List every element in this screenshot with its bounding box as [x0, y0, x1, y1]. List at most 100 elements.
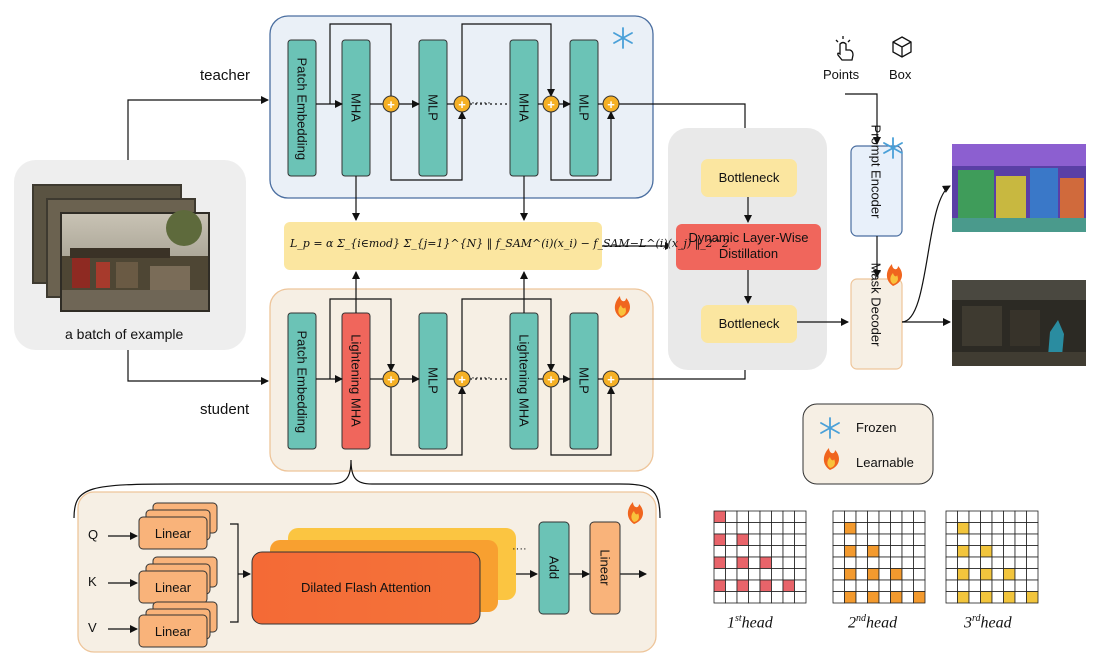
- head-grid-cell: [980, 510, 993, 523]
- head-grid-cell: [1026, 556, 1039, 569]
- head-grid-cell: [1003, 510, 1016, 523]
- head-grid-cell: [855, 522, 868, 535]
- head-grid-cell: [890, 510, 903, 523]
- bottleneck-bottom: [701, 305, 797, 343]
- flame-icon: [614, 296, 631, 318]
- head-grid-cell: [759, 522, 772, 535]
- head-grid-cell: [855, 545, 868, 558]
- head-grid-cell: [945, 545, 958, 558]
- head-grid-cell: [945, 522, 958, 535]
- teacher-patch-embedding: [287, 39, 317, 177]
- head-grid-cell: [713, 591, 726, 604]
- head-grid-cell: [771, 522, 784, 535]
- student-connectors: [316, 298, 749, 456]
- snowflake-icon: [613, 27, 633, 49]
- head-grid-cell: [913, 533, 926, 546]
- head-grid-cell: [844, 579, 857, 592]
- head-grid-cell: [890, 568, 903, 581]
- head-grid-cell: [913, 591, 926, 604]
- head-grid-cell: [844, 556, 857, 569]
- head-grid-cell: [991, 556, 1004, 569]
- svg-text:+: +: [387, 372, 395, 387]
- head-grid-cell: [991, 510, 1004, 523]
- head-grid-cell: [794, 510, 807, 523]
- distill-arrows: [744, 197, 849, 326]
- head-grid-cell: [945, 591, 958, 604]
- head-grid-cell: [782, 533, 795, 546]
- head-grid-cell: [878, 556, 891, 569]
- svg-text:+: +: [607, 372, 615, 387]
- head-grid-cell: [1014, 510, 1027, 523]
- teacher-ellipsis: ·····: [471, 95, 491, 109]
- head-grid-cell: [736, 533, 749, 546]
- head-grid-cell: [855, 591, 868, 604]
- head-grid-cell: [832, 545, 845, 558]
- head-grids: [713, 510, 1039, 604]
- teacher-mha-1-label: MHA: [348, 93, 364, 122]
- output-mask-image-bottom: [952, 280, 1086, 366]
- head-grid-cell: [901, 522, 914, 535]
- head-grid-cell: [890, 579, 903, 592]
- head-grid-cell: [1014, 545, 1027, 558]
- head-grid-cell: [771, 579, 784, 592]
- head-grid-cell: [945, 556, 958, 569]
- head-grid-cell: [832, 556, 845, 569]
- svg-text:+: +: [458, 97, 466, 112]
- q-label: Q: [88, 527, 99, 542]
- head-grid-cell: [844, 545, 857, 558]
- linear-out-block: [589, 521, 621, 615]
- head-grid-cell: [890, 522, 903, 535]
- head-grid-cell: [713, 579, 726, 592]
- teacher-connectors: [316, 23, 749, 181]
- head-grid-cell: [980, 568, 993, 581]
- head-grid-cell: [901, 579, 914, 592]
- teacher-patch-embedding-label: Patch Embedding: [294, 57, 310, 161]
- head-grid-cell: [878, 510, 891, 523]
- attention-ellipsis: ····: [512, 543, 527, 555]
- head-grid-cell: [794, 545, 807, 558]
- head-grid-cell: [968, 545, 981, 558]
- head-grid-cell: [725, 545, 738, 558]
- head-grid-cell: [748, 579, 761, 592]
- head-grid-cell: [725, 510, 738, 523]
- head-grid-cell: [759, 510, 772, 523]
- head-grid-cell: [890, 556, 903, 569]
- points-icon: [835, 36, 854, 61]
- head-grid-cell: [713, 556, 726, 569]
- head-grid-cell: [1026, 591, 1039, 604]
- head-grid-cell: [901, 568, 914, 581]
- head-grid-cell: [957, 579, 970, 592]
- head-grid-cell: [957, 545, 970, 558]
- head-caption-3: 3rdhead: [964, 613, 1012, 632]
- head-grid-cell: [759, 579, 772, 592]
- student-ellipsis: ·····: [471, 370, 491, 384]
- head-grid-cell: [1026, 568, 1039, 581]
- dynamic-distillation-label: Dynamic Layer-Wise Distillation: [688, 230, 809, 261]
- output-mask-image-top: [952, 144, 1086, 232]
- head-grid-cell: [901, 533, 914, 546]
- dynamic-distillation-box: [676, 224, 821, 270]
- head-grid-cell: [748, 522, 761, 535]
- head-grid-cell: [867, 591, 880, 604]
- linear-q-label: Linear: [154, 526, 192, 541]
- head-grid-cell: [913, 556, 926, 569]
- head-grid-cell: [1003, 545, 1016, 558]
- head-grid-cell: [945, 533, 958, 546]
- head-grid-cell: [980, 545, 993, 558]
- head-grid-cell: [771, 545, 784, 558]
- legend-box: [802, 403, 934, 485]
- head-grid-cell: [782, 522, 795, 535]
- svg-text:+: +: [547, 97, 555, 112]
- student-lightening-mha-2-label: Lightening MHA: [516, 334, 532, 427]
- head-grid-cell: [782, 545, 795, 558]
- head-grid-cell: [782, 591, 795, 604]
- dilated-flash-attention-label: Dilated Flash Attention: [300, 580, 432, 595]
- head-grid-cell: [968, 591, 981, 604]
- head-grid-cell: [980, 579, 993, 592]
- head-grid-cell: [794, 568, 807, 581]
- input-arrows: [127, 96, 269, 385]
- head-grid-cell: [980, 533, 993, 546]
- bottleneck-top: [701, 159, 797, 197]
- head-grid-cell: [1014, 568, 1027, 581]
- head-grid-cell: [713, 568, 726, 581]
